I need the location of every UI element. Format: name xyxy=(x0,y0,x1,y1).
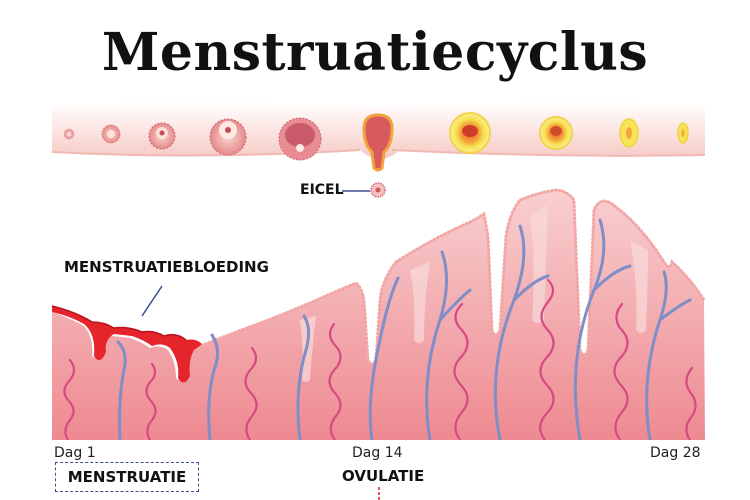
follicle-4 xyxy=(209,118,247,156)
follicle-ovulating xyxy=(362,113,394,172)
page-title: Menstruatiecyclus xyxy=(101,22,649,83)
follicle-2 xyxy=(101,124,121,144)
follicle-5 xyxy=(278,117,322,161)
egg-label: EICEL xyxy=(300,182,344,198)
blood-vessels-veins xyxy=(116,218,692,442)
menstruation-label: MENSTRUATIE xyxy=(67,468,187,486)
bleeding-pointer xyxy=(141,285,163,317)
gland-highlights xyxy=(300,205,648,382)
menstrual-blood xyxy=(52,306,202,383)
bleeding-label: MENSTRUATIEBLOEDING xyxy=(64,258,269,276)
day-mid-label: Dag 14 xyxy=(352,445,403,461)
ovary-band-edge xyxy=(51,149,706,157)
corpus-luteum-2 xyxy=(539,116,573,150)
day-start-label: Dag 1 xyxy=(54,445,96,461)
corpus-luteum-3 xyxy=(619,118,639,148)
follicle-1 xyxy=(63,128,75,140)
egg-cell-icon xyxy=(370,182,386,198)
menstruation-phase-box: MENSTRUATIE xyxy=(55,462,199,492)
corpus-luteum-4 xyxy=(677,122,689,144)
ovulation-label: OVULATIE xyxy=(342,467,425,485)
menstrual-blood-edge xyxy=(51,305,187,341)
day-end-label: Dag 28 xyxy=(650,445,701,461)
follicle-3 xyxy=(148,122,176,150)
endometrium-surface xyxy=(188,188,706,366)
blood-vessels-arteries xyxy=(63,278,697,442)
corpus-luteum-1 xyxy=(449,112,491,154)
